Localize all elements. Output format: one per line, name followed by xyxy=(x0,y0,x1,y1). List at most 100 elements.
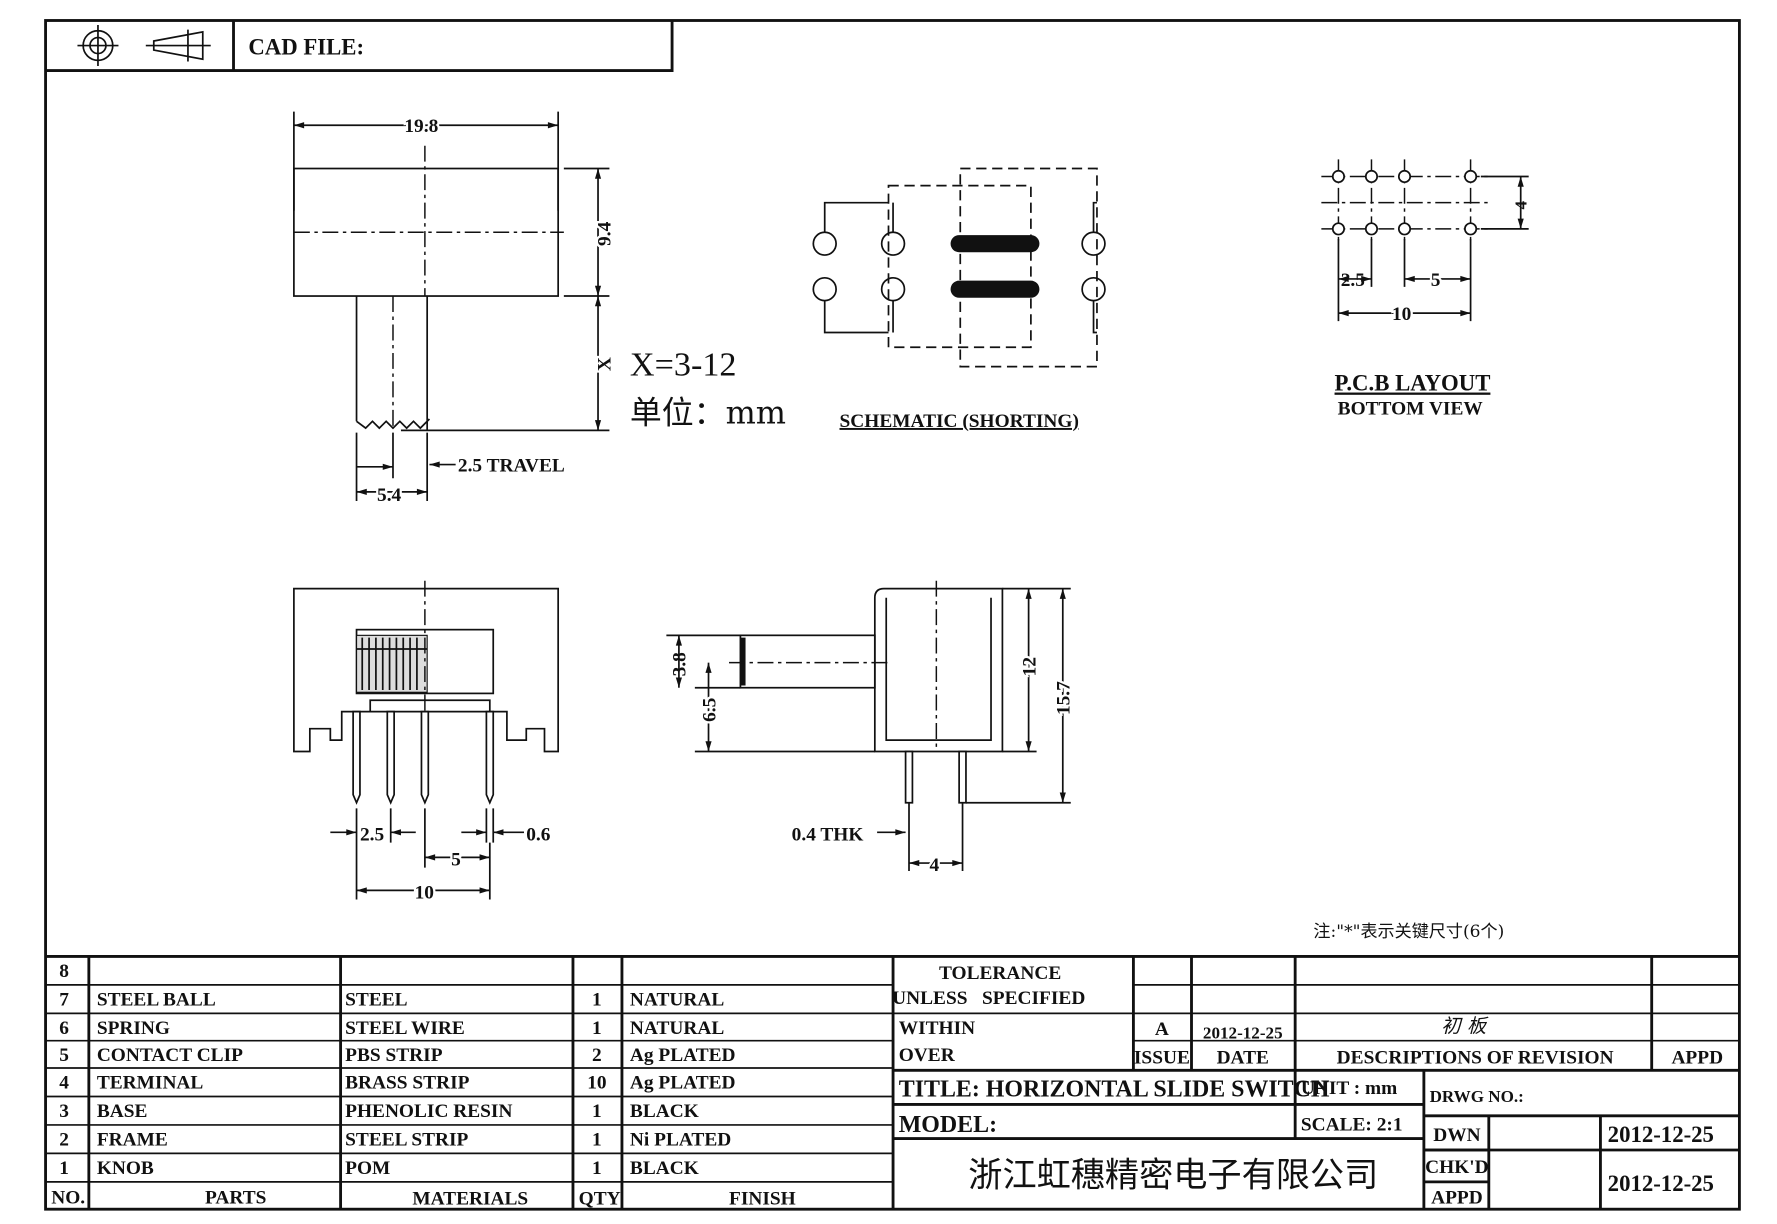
issue-label: ISSUE xyxy=(1134,1047,1190,1068)
front-dim-total: 10 xyxy=(415,882,434,903)
front-dim-pitch-a: 2.5 xyxy=(360,824,384,845)
bom-qty: 1 xyxy=(592,1158,602,1179)
bom-header-finish: FINISH xyxy=(729,1189,796,1210)
tolerance-line-2: UNLESS SPECIFIED xyxy=(892,988,1085,1009)
bom-qty: 10 xyxy=(587,1073,606,1094)
bom-no: 2 xyxy=(59,1129,69,1150)
drwg-no-label: DRWG NO.: xyxy=(1430,1087,1524,1106)
dim-x: X xyxy=(595,357,616,371)
company-name: 浙江虹穗精密电子有限公司 xyxy=(968,1155,1378,1195)
revision-description: 初 板 xyxy=(1441,1015,1489,1038)
pcb-dim-row: 4 xyxy=(1511,201,1530,210)
bom-row: 1 KNOB POM 1 BLACK xyxy=(59,1158,699,1179)
bom-no: 3 xyxy=(59,1101,69,1122)
crosshair-projection-icon xyxy=(77,25,119,67)
front-dim-pitch-b: 5 xyxy=(451,849,461,870)
pcb-title: P.C.B LAYOUT xyxy=(1335,371,1491,396)
side-dim-c: 12 xyxy=(1019,657,1040,676)
pcb-subtitle: BOTTOM VIEW xyxy=(1338,398,1484,419)
bom-material: PHENOLIC RESIN xyxy=(345,1101,512,1122)
unit-label: UNIT : mm xyxy=(1301,1078,1397,1099)
bom-header-materials: MATERIALS xyxy=(412,1189,528,1210)
bom-part: KNOB xyxy=(97,1158,154,1179)
unit-note: 单位：mm xyxy=(630,394,786,432)
bom-finish: Ag PLATED xyxy=(630,1045,736,1066)
pcb-dim-pitch-a: 2.5 xyxy=(1341,270,1365,291)
bom-row: 8 xyxy=(59,961,69,982)
bom-finish: Ni PLATED xyxy=(630,1129,731,1150)
bom-part: CONTACT CLIP xyxy=(97,1045,243,1066)
over-label: OVER xyxy=(899,1045,956,1066)
appd-label: APPD xyxy=(1671,1047,1723,1068)
bom-row: 3 BASE PHENOLIC RESIN 1 BLACK xyxy=(59,1101,699,1122)
tolerance-line-1: TOLERANCE xyxy=(939,963,1061,984)
bom-material: STEEL STRIP xyxy=(345,1129,468,1150)
dim-height: 9.4 xyxy=(595,221,616,246)
bom-part: BASE xyxy=(97,1101,148,1122)
bom-material: BRASS STRIP xyxy=(345,1073,469,1094)
pcb-dim-pitch-b: 5 xyxy=(1431,270,1441,291)
bom-qty: 1 xyxy=(592,989,602,1010)
bom-no: 4 xyxy=(59,1073,69,1094)
bom-material: STEEL xyxy=(345,989,408,1010)
bom-finish: NATURAL xyxy=(630,989,724,1010)
bom-material: POM xyxy=(345,1158,390,1179)
bom-no: 5 xyxy=(59,1045,69,1066)
bom-finish: BLACK xyxy=(630,1158,699,1179)
side-dim-b: 6.5 xyxy=(699,698,720,722)
bom-qty: 2 xyxy=(592,1045,602,1066)
dim-stem: 5.4 xyxy=(377,485,402,506)
bom-no: 6 xyxy=(59,1018,69,1039)
chkd-label: CHK'D xyxy=(1425,1157,1488,1178)
bom-row: 5 CONTACT CLIP PBS STRIP 2 Ag PLATED xyxy=(59,1045,735,1066)
bom-part: STEEL BALL xyxy=(97,989,216,1010)
dim-width: 19.8 xyxy=(404,116,438,137)
chk-date: 2012-12-25 xyxy=(1608,1171,1714,1196)
schematic-shorting: SCHEMATIC (SHORTING) xyxy=(812,167,1106,432)
bom-no: 8 xyxy=(59,961,69,982)
bom-material: STEEL WIRE xyxy=(345,1018,465,1039)
bom-part: TERMINAL xyxy=(97,1073,204,1094)
pcb-layout: 4 2.5 5 10 P.C.B LAYOUT BOTTOM VIEW xyxy=(1321,159,1530,419)
title-block: TOLERANCE UNLESS SPECIFIED WITHIN OVER A… xyxy=(892,956,1740,1210)
front-dim-pin: 0.6 xyxy=(526,824,551,845)
model-label: MODEL: xyxy=(899,1112,997,1138)
front-view: 2.5 0.6 5 10 xyxy=(293,580,560,906)
dwn-date: 2012-12-25 xyxy=(1608,1122,1714,1147)
side-dim-thk: 0.4 THK xyxy=(792,824,864,845)
bom-qty: 1 xyxy=(592,1101,602,1122)
key-dimension-note: 注:"*"表示关键尺寸(6个) xyxy=(1313,922,1504,942)
bom-finish: NATURAL xyxy=(630,1018,724,1039)
bom-row: 7 STEEL BALL STEEL 1 NATURAL xyxy=(59,989,724,1010)
revision-date: 2012-12-25 xyxy=(1203,1023,1283,1042)
side-view: 3.8 6.5 12 15.7 0.4 THK 4 xyxy=(666,580,1077,878)
drawing-title: TITLE: HORIZONTAL SLIDE SWITCH xyxy=(899,1076,1330,1102)
bom-row: 4 TERMINAL BRASS STRIP 10 Ag PLATED xyxy=(59,1073,735,1094)
bom-material: PBS STRIP xyxy=(345,1045,443,1066)
within-label: WITHIN xyxy=(899,1018,975,1039)
descriptions-label: DESCRIPTIONS OF REVISION xyxy=(1337,1047,1614,1068)
dwn-label: DWN xyxy=(1433,1125,1480,1146)
bom-finish: Ag PLATED xyxy=(630,1073,736,1094)
scale-label: SCALE: 2:1 xyxy=(1301,1115,1403,1136)
bom-finish: BLACK xyxy=(630,1101,699,1122)
issue-value: A xyxy=(1155,1019,1169,1040)
appd2-label: APPD xyxy=(1431,1188,1483,1209)
bom-no: 7 xyxy=(59,989,69,1010)
pcb-dim-total: 10 xyxy=(1392,304,1411,325)
bom-no: 1 xyxy=(59,1158,69,1179)
date-label: DATE xyxy=(1217,1047,1269,1068)
bom-part: SPRING xyxy=(97,1018,170,1039)
side-dim-d: 15.7 xyxy=(1054,681,1075,715)
side-dim-a: 3.8 xyxy=(670,652,691,677)
cone-projection-icon xyxy=(145,29,211,62)
dim-travel: 2.5 TRAVEL xyxy=(458,455,565,476)
schematic-label: SCHEMATIC (SHORTING) xyxy=(840,411,1079,432)
x-range: X=3-12 xyxy=(630,347,737,384)
cad-file-label: CAD FILE: xyxy=(248,35,364,60)
bom-header-parts: PARTS xyxy=(205,1188,266,1209)
